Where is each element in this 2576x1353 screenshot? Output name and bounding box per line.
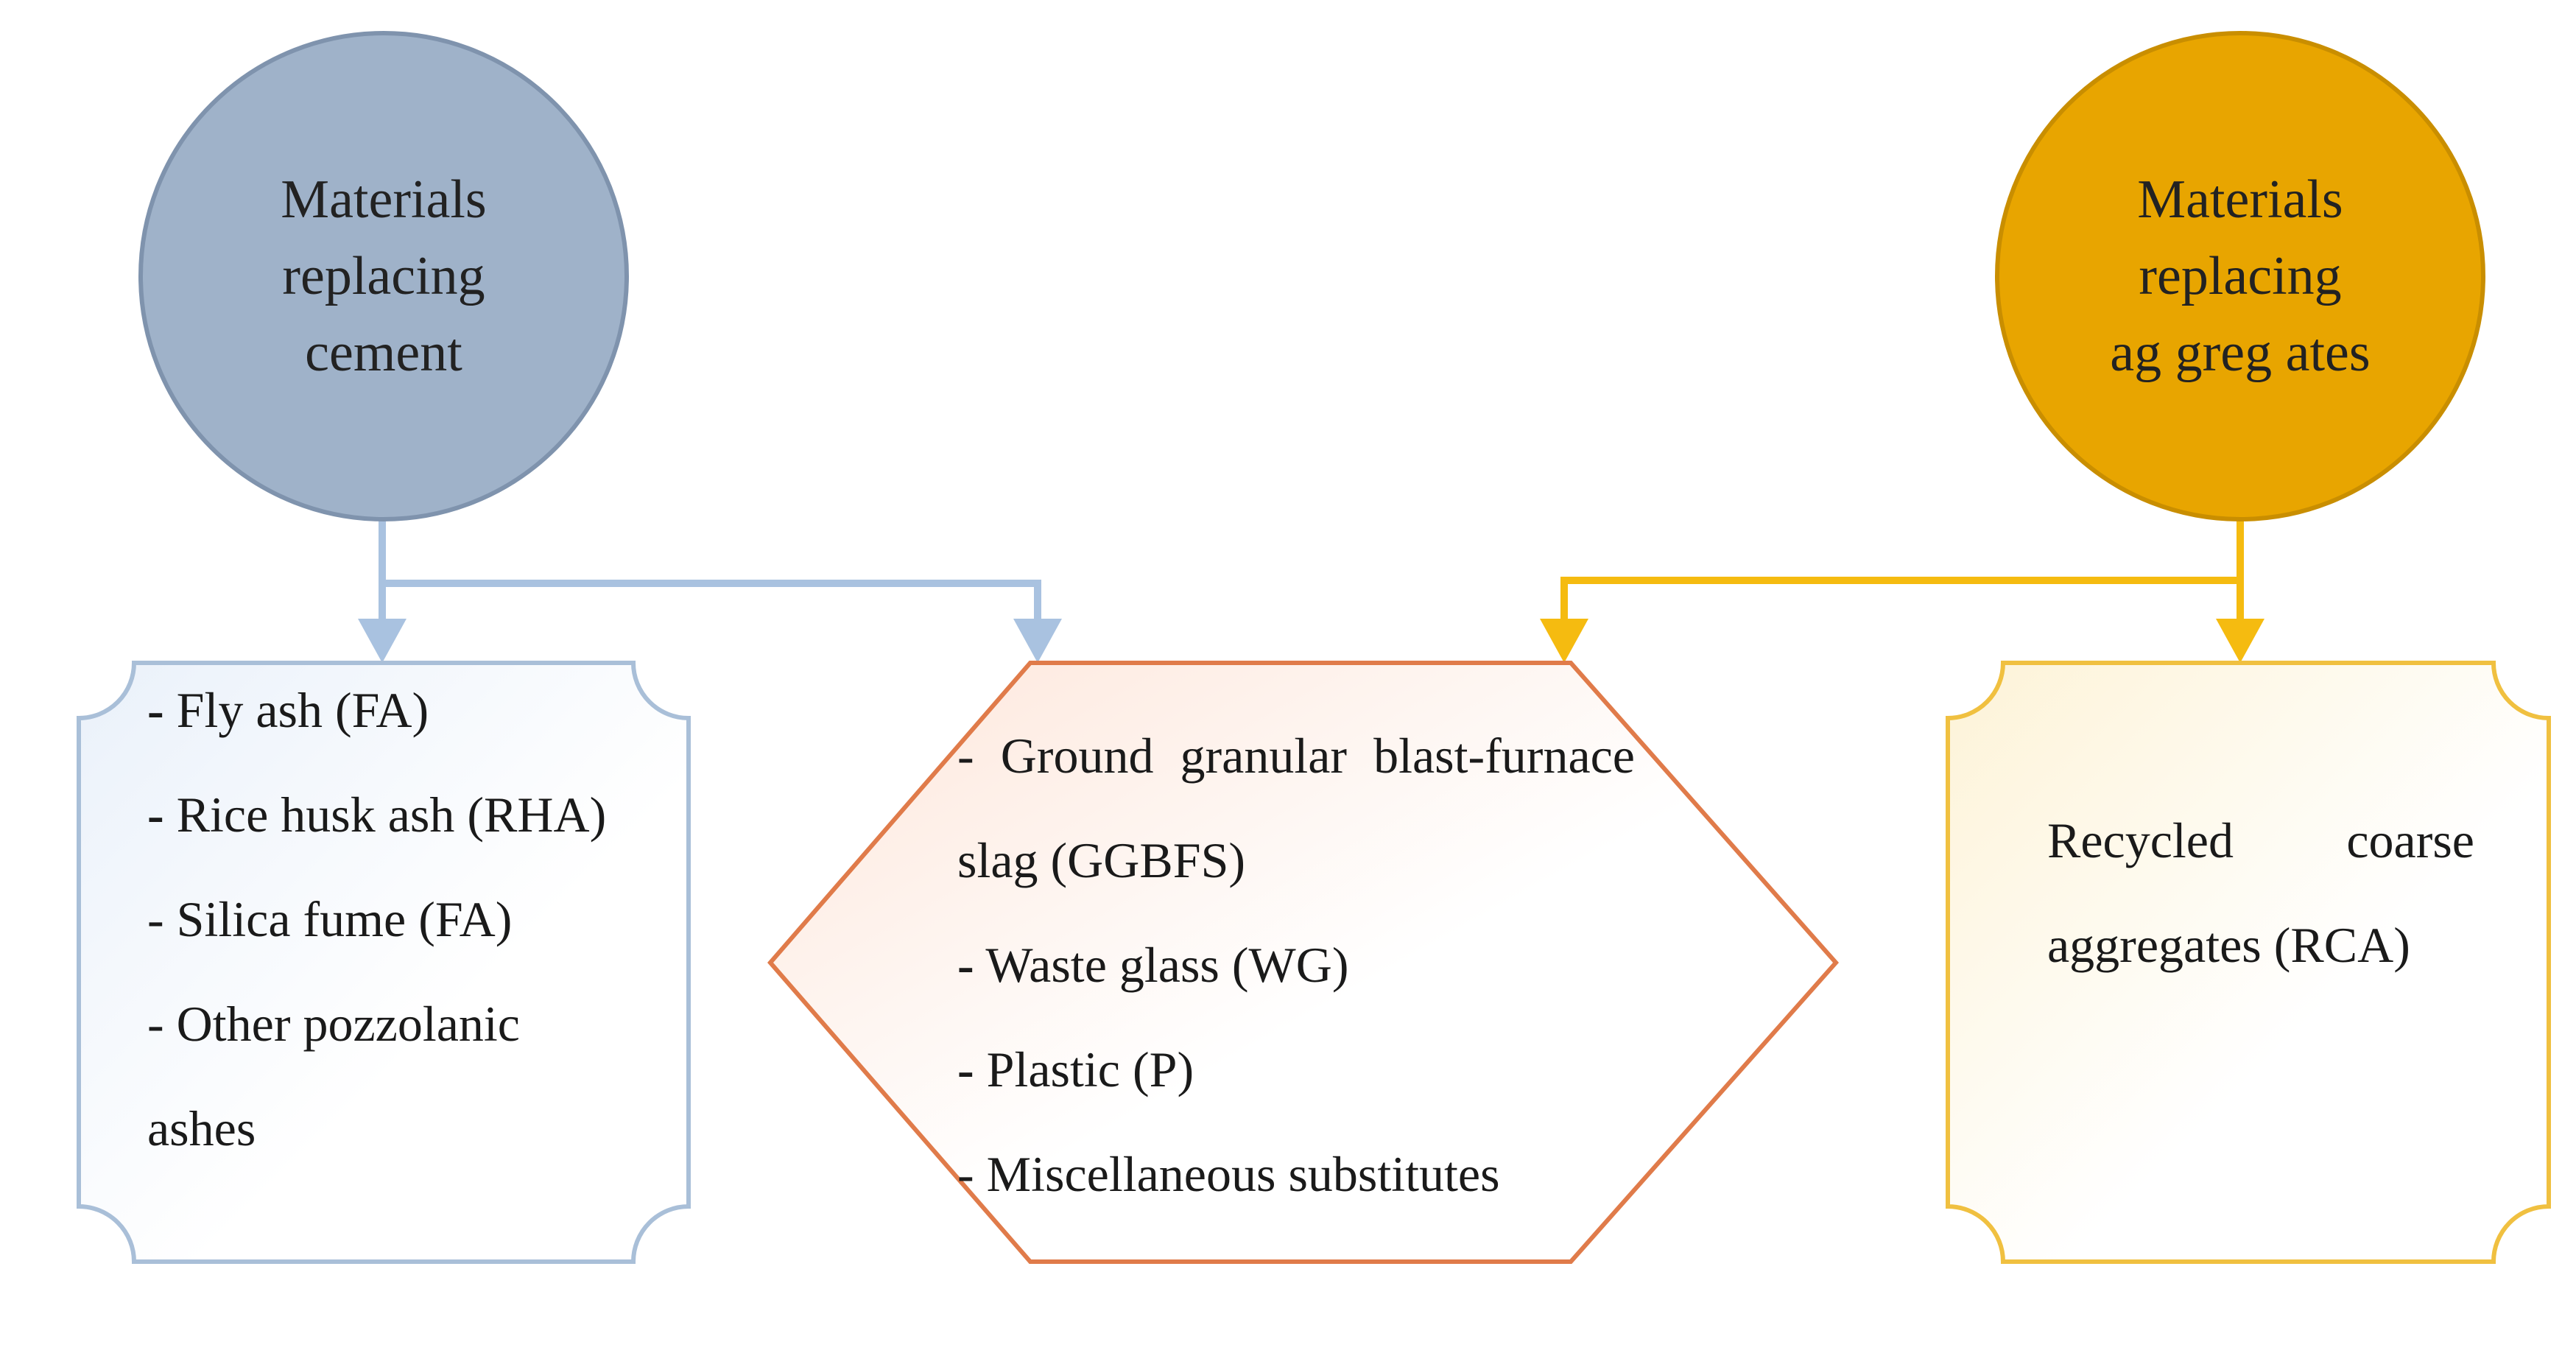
aggregates-circle-line-2: replacing [2139,246,2342,306]
list-item: Recycled coarse aggregates (RCA) [2047,812,2474,973]
list-item: - Waste glass (WG) [957,937,1349,993]
cement-circle-line-3: cement [305,323,462,383]
shared-materials-hexagon [767,661,1840,1264]
list-item: - Silica fume (FA) [147,891,513,947]
arrow-to-aggregate-box-icon [2216,619,2264,663]
cement-circle-line-2: replacing [282,246,485,306]
aggregate-connector-to-hexagon [1560,577,2240,626]
hexagon-list: - Ground granular blast-furnace slag (GG… [957,703,1635,1226]
list-item: - Ground granular blast-furnace slag (GG… [957,728,1635,888]
aggregates-box-list: Recycled coarse aggregates (RCA) [2047,788,2474,997]
cement-connectors [358,516,1062,663]
cement-box-list: - Fly ash (FA) - Rice husk ash (RHA) - S… [147,658,627,1181]
aggregates-circle-line-3: ag greg ates [2110,323,2371,383]
list-item: - Fly ash (FA) [147,682,429,738]
aggregates-circle-label: Materials replacing ag greg ates [2034,158,2446,394]
aggregates-circle [1995,31,2485,521]
cement-circle-label: Materials replacing cement [177,158,590,394]
list-item: - Other pozzolanic ashes [147,996,520,1156]
arrow-to-hexagon-right-icon [1540,619,1588,663]
aggregates-materials-box [1946,661,2551,1264]
aggregate-connectors [1540,516,2264,663]
list-item: - Rice husk ash (RHA) [147,787,607,843]
cement-circle-line-1: Materials [281,169,487,230]
list-item: - Miscellaneous substitutes [957,1146,1500,1202]
cement-connector-to-hexagon [382,580,1041,626]
cement-materials-box [77,661,691,1264]
arrow-to-hexagon-left-icon [1013,619,1062,663]
arrow-to-cement-box-icon [358,619,407,663]
aggregates-circle-line-1: Materials [2137,169,2343,230]
cement-circle [138,31,629,521]
list-item: - Plastic (P) [957,1041,1194,1097]
